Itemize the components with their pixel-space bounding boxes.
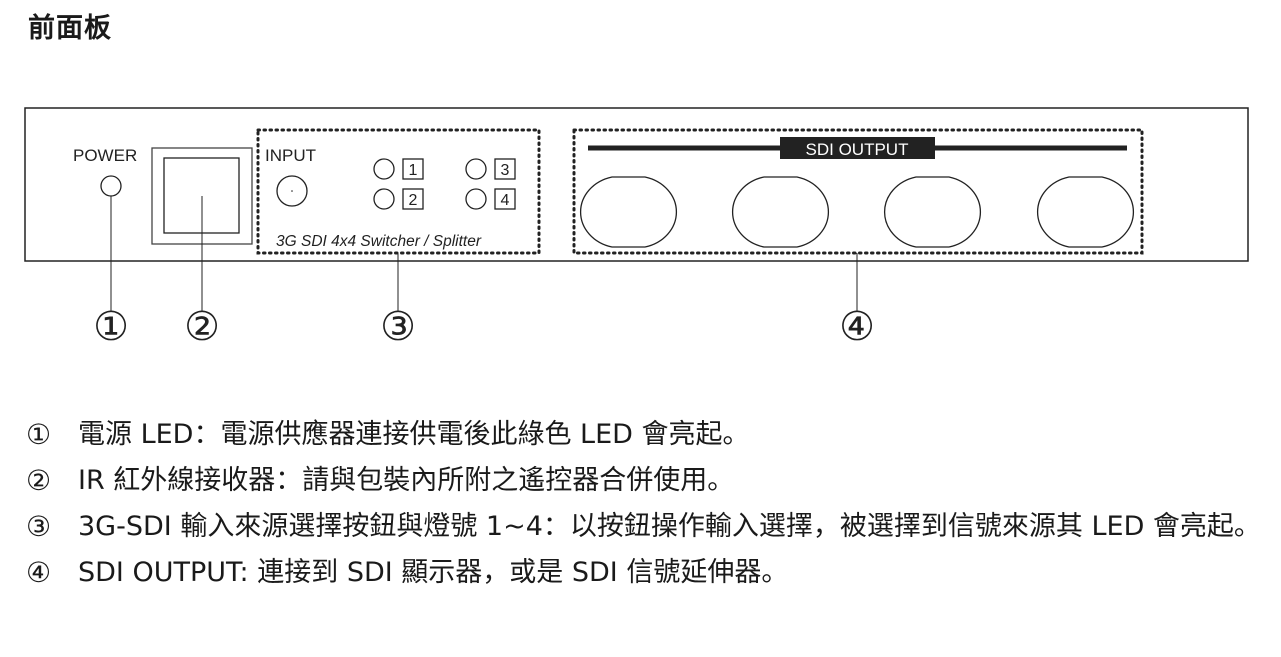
sdi-output-connector-2[interactable]: [732, 176, 829, 248]
sdi-output-connector-3[interactable]: [884, 176, 981, 248]
output-label-background: [780, 137, 935, 159]
legend-list: ① 電源 LED：電源供應器連接供電後此綠色 LED 會亮起。 ② IR 紅外線…: [26, 412, 1266, 596]
legend-item-2: ② IR 紅外線接收器：請與包裝內所附之遙控器合併使用。: [26, 458, 1266, 504]
input-led-2: [373, 188, 395, 210]
sdi-output-connector-1[interactable]: [580, 176, 677, 248]
page-title: 前面板: [28, 13, 112, 44]
callout-1: ①: [93, 304, 129, 350]
input-led-3: [465, 158, 487, 180]
model-text: 3G SDI 4x4 Switcher / Splitter: [276, 233, 482, 250]
power-label: POWER: [73, 146, 137, 165]
input-button-4-label: 4: [501, 192, 510, 209]
legend-item-4: ④ SDI OUTPUT: 連接到 SDI 顯示器，或是 SDI 信號延伸器。: [26, 550, 1266, 596]
legend-item-1: ① 電源 LED：電源供應器連接供電後此綠色 LED 會亮起。: [26, 412, 1266, 458]
legend-number-2: ②: [26, 464, 52, 497]
input-led-4: [465, 188, 487, 210]
legend-text-4: SDI OUTPUT: 連接到 SDI 顯示器，或是 SDI 信號延伸器。: [78, 557, 789, 588]
legend-item-3: ③ 3G-SDI 輸入來源選擇按鈕與燈號 1~4：以按鈕操作輸入選擇，被選擇到信…: [26, 504, 1266, 550]
legend-text-1: 電源 LED：電源供應器連接供電後此綠色 LED 會亮起。: [78, 419, 750, 450]
output-section-border: [572, 128, 1144, 255]
callout-3: ③: [380, 304, 416, 350]
power-led: [100, 175, 122, 197]
input-button-3-label: 3: [501, 162, 510, 179]
legend-text-2: IR 紅外線接收器：請與包裝內所附之遙控器合併使用。: [78, 465, 735, 496]
legend-text-3: 3G-SDI 輸入來源選擇按鈕與燈號 1~4：以按鈕操作輸入選擇，被選擇到信號來…: [78, 511, 1261, 542]
sdi-output-connector-4[interactable]: [1037, 176, 1134, 248]
input-led-1: [373, 158, 395, 180]
output-label: SDI OUTPUT: [806, 140, 909, 159]
input-button-3[interactable]: [494, 158, 516, 180]
input-label: INPUT: [265, 146, 316, 165]
ir-sensor-dot: [291, 190, 293, 192]
front-panel-diagram: POWER INPUT 1 2 3 4 3G SDI 4x4 Switcher …: [24, 107, 1249, 350]
legend-number-4: ④: [26, 556, 52, 589]
legend-number-3: ③: [26, 510, 52, 543]
input-button-4[interactable]: [494, 188, 516, 210]
input-button-1-label: 1: [409, 162, 418, 179]
input-button-2-label: 2: [409, 192, 418, 209]
chassis-outline: [24, 107, 1249, 262]
callout-2: ②: [184, 304, 220, 350]
callout-4: ④: [839, 304, 875, 350]
input-button-2[interactable]: [402, 188, 424, 210]
legend-number-1: ①: [26, 418, 52, 451]
input-button-1[interactable]: [402, 158, 424, 180]
